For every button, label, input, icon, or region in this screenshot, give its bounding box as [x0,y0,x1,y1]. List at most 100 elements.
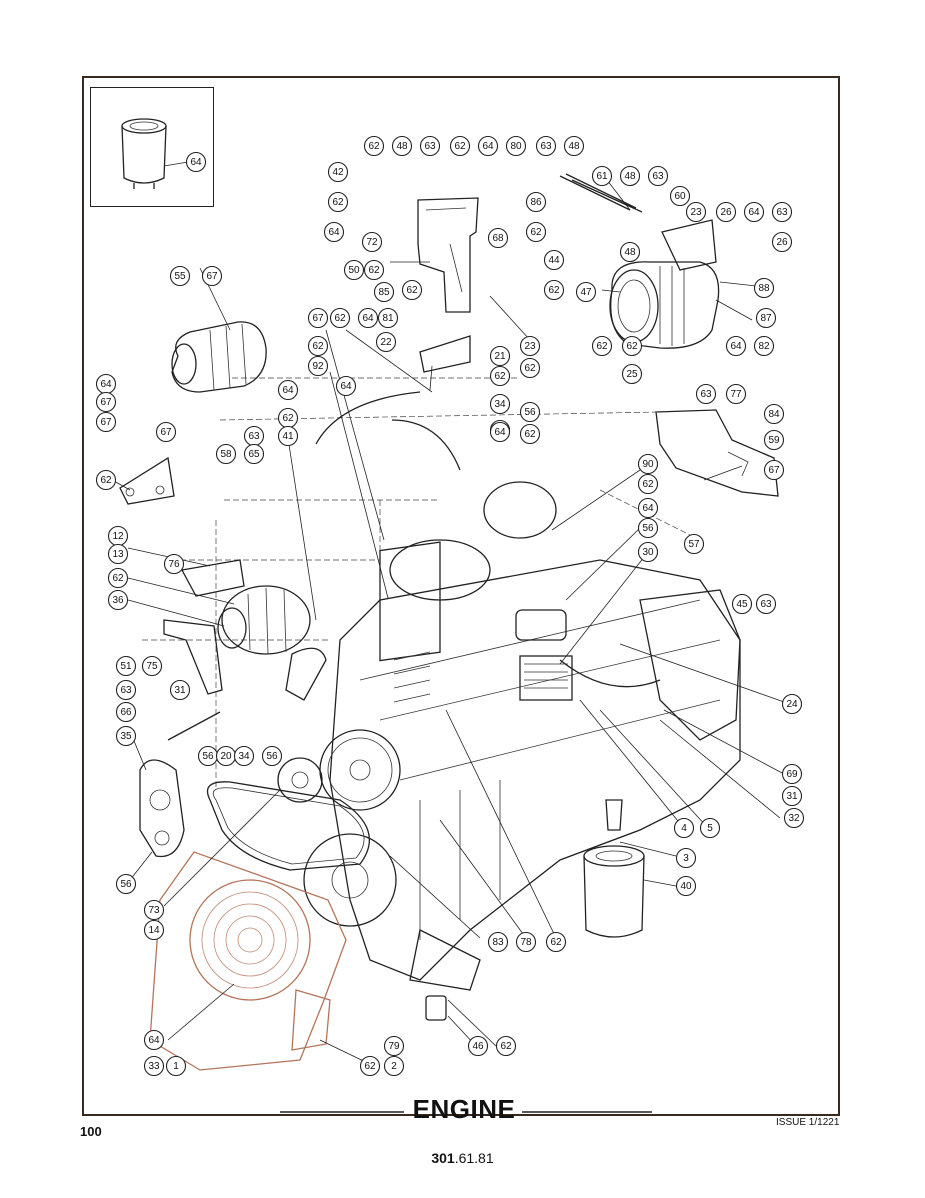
callout-bubble [95,469,117,491]
callout-bubble [261,745,283,767]
callout-23: 23 [519,335,541,357]
callout-label: 64 [730,341,742,352]
callout-bubble [307,355,329,377]
callout-label: 85 [378,287,390,298]
callout-label: 62 [642,479,654,490]
callout-bubble [467,1035,489,1057]
callout-bubble [489,365,511,387]
callout-label: 73 [148,905,160,916]
oil-filter [583,799,645,938]
callout-label: 92 [312,361,324,372]
callout-64: 64 [323,221,345,243]
callout-64: 64 [637,497,659,519]
callout-76: 76 [163,553,185,575]
callout-label: 62 [112,573,124,584]
callout-label: 34 [494,399,506,410]
callout-label: 62 [500,1041,512,1052]
callout-label: 48 [396,141,408,152]
callout-label: 56 [202,751,214,762]
callout-87: 87 [755,307,777,329]
callout-bubble [763,459,785,481]
callout-label: 62 [282,413,294,424]
callout-bubble [169,265,191,287]
callout-label: 46 [472,1041,484,1052]
callout-bubble [637,541,659,563]
callout-label: 36 [112,595,124,606]
callout-bubble [143,1055,165,1077]
callout-label: 64 [642,503,654,514]
callout-14: 14 [143,919,165,941]
callout-64: 64 [277,379,299,401]
callout-bubble [107,543,129,565]
callout-label: 67 [100,417,112,428]
callout-label: 34 [238,751,250,762]
callout-bubble [673,817,695,839]
right-mount-bracket [655,409,779,497]
callout-bubble [755,593,777,615]
callout-bubble [753,277,775,299]
callout-bubble [535,135,557,157]
callout-bubble [695,383,717,405]
callout-bubble [143,899,165,921]
callout-label: 42 [332,167,344,178]
callout-67: 67 [95,391,117,413]
engine-block [329,481,741,991]
callout-label: 47 [580,287,592,298]
callout-67: 67 [155,421,177,443]
callout-label: 64 [748,207,760,218]
callout-bubble [525,221,547,243]
callout-bubble [375,331,397,353]
callout-63: 63 [535,135,557,157]
callout-label: 62 [524,429,536,440]
callout-bubble [743,201,765,223]
callout-bubble [685,201,707,223]
callout-bubble [165,1055,187,1077]
callout-63: 63 [243,425,265,447]
callout-bubble [323,221,345,243]
callout-label: 22 [380,337,392,348]
callout-label: 62 [596,341,608,352]
callout-26: 26 [715,201,737,223]
callout-label: 62 [454,141,466,152]
callout-label: 67 [768,465,780,476]
callout-label: 78 [520,937,532,948]
callout-bubble [763,403,785,425]
callout-label: 64 [494,427,506,438]
callout-label: 5 [707,823,713,834]
callout-bubble [163,553,185,575]
callout-66: 66 [115,701,137,723]
callout-65: 65 [243,443,265,465]
callout-label: 62 [550,937,562,948]
callout-44: 44 [543,249,565,271]
callout-bubble [155,421,177,443]
callout-label: 80 [510,141,522,152]
callout-label: 44 [548,255,560,266]
callout-bubble [107,567,129,589]
callout-63: 63 [755,593,777,615]
callout-label: 25 [626,369,638,380]
callout-bubble [763,429,785,451]
page-number: 100 [80,1124,102,1139]
callout-62: 62 [525,221,547,243]
heat-shield-grille [393,651,431,703]
callout-79: 79 [383,1035,405,1057]
callout-2: 2 [383,1055,405,1077]
callout-label: 62 [626,341,638,352]
callout-label: 45 [736,599,748,610]
callout-bubble [619,241,641,263]
callout-63: 63 [115,679,137,701]
leader-lines [111,161,785,1069]
callout-64: 64 [743,201,765,223]
callout-63: 63 [771,201,793,223]
callout-5: 5 [699,817,721,839]
callout-69: 69 [781,763,803,785]
callout-bubble [363,135,385,157]
callout-bubble [753,335,775,357]
callout-59: 59 [763,429,785,451]
callout-label: 62 [368,265,380,276]
callout-label: 21 [494,351,506,362]
callout-label: 84 [768,409,780,420]
callout-bubble [637,473,659,495]
callout-31: 31 [781,785,803,807]
callout-bubble [277,425,299,447]
